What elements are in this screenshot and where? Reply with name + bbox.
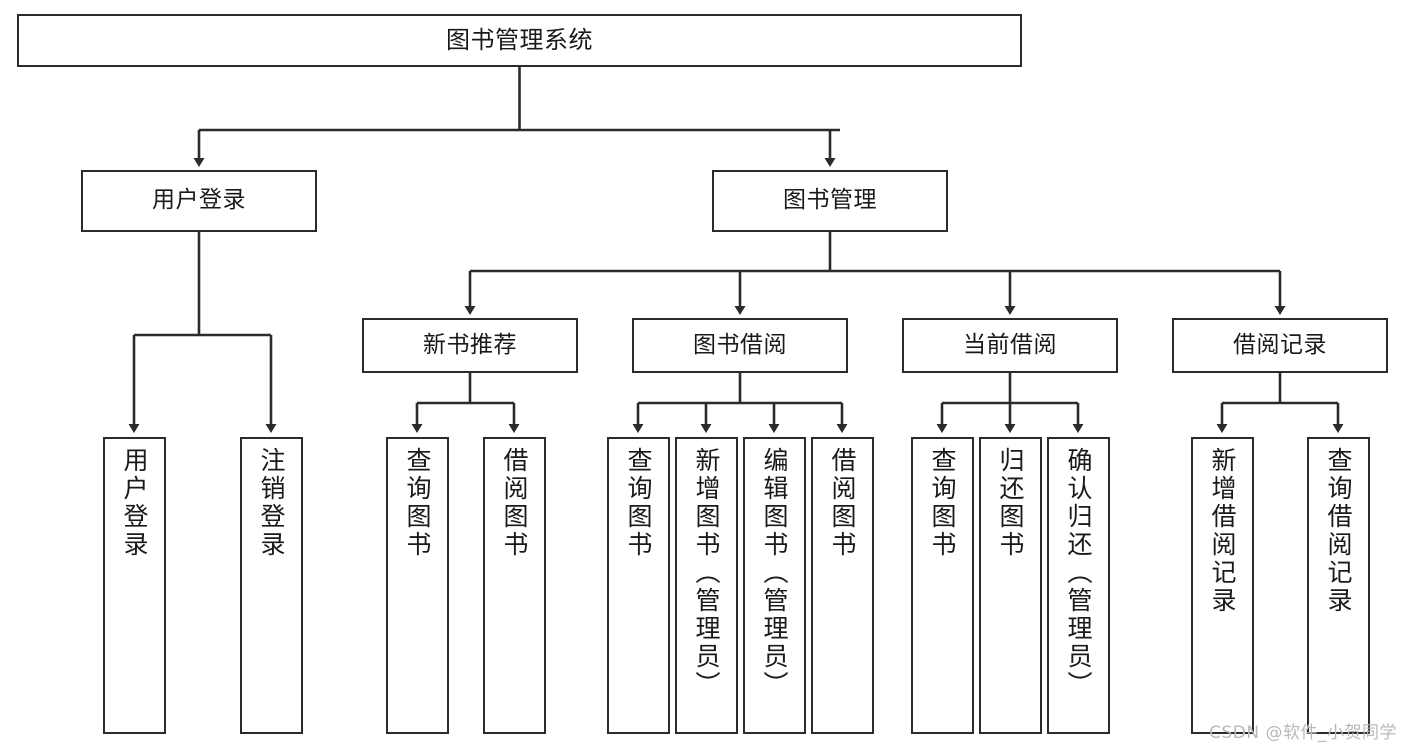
leaf-logout[interactable]: 注销登录 [240,437,303,734]
node-label: 新增借阅记录 [1208,447,1237,615]
node-label: 图书管理 [783,187,877,214]
leaf-borrow-book-1[interactable]: 借阅图书 [483,437,546,734]
node-label: 编辑图书（管理员） [760,447,789,699]
node-root-book-management-system[interactable]: 图书管理系统 [17,14,1022,67]
leaf-query-book-3[interactable]: 查询图书 [911,437,974,734]
leaf-edit-book[interactable]: 编辑图书（管理员） [743,437,806,734]
node-user-login[interactable]: 用户登录 [81,170,317,232]
node-label: 当前借阅 [963,331,1057,358]
leaf-add-book[interactable]: 新增图书（管理员） [675,437,738,734]
node-book-manage[interactable]: 图书管理 [712,170,948,232]
node-label: 归还图书 [996,447,1025,559]
node-borrow-record[interactable]: 借阅记录 [1172,318,1388,373]
node-current-borrow[interactable]: 当前借阅 [902,318,1118,373]
node-label: 查询图书 [928,447,957,559]
leaf-add-record[interactable]: 新增借阅记录 [1191,437,1254,734]
leaf-return-book[interactable]: 归还图书 [979,437,1042,734]
node-label: 注销登录 [257,447,286,559]
node-label: 查询图书 [403,447,432,559]
node-label: 图书借阅 [693,331,787,358]
node-label: 新书推荐 [423,331,517,358]
node-label: 图书管理系统 [446,26,593,55]
node-label: 用户登录 [152,187,246,214]
leaf-confirm-return[interactable]: 确认归还（管理员） [1047,437,1110,734]
node-label: 借阅图书 [828,447,857,559]
node-label: 查询图书 [624,447,653,559]
node-label: 借阅记录 [1233,331,1327,358]
node-book-borrow[interactable]: 图书借阅 [632,318,848,373]
node-new-book-recommend[interactable]: 新书推荐 [362,318,578,373]
node-label: 用户登录 [120,447,149,559]
leaf-query-record[interactable]: 查询借阅记录 [1307,437,1370,734]
leaf-query-book-1[interactable]: 查询图书 [386,437,449,734]
csdn-watermark: CSDN @软件_小贺同学 [1209,723,1397,743]
node-label: 借阅图书 [500,447,529,559]
node-label: 确认归还（管理员） [1064,447,1093,699]
leaf-query-book-2[interactable]: 查询图书 [607,437,670,734]
node-label: 查询借阅记录 [1324,447,1353,615]
leaf-user-login[interactable]: 用户登录 [103,437,166,734]
node-label: 新增图书（管理员） [692,447,721,699]
leaf-borrow-book-2[interactable]: 借阅图书 [811,437,874,734]
